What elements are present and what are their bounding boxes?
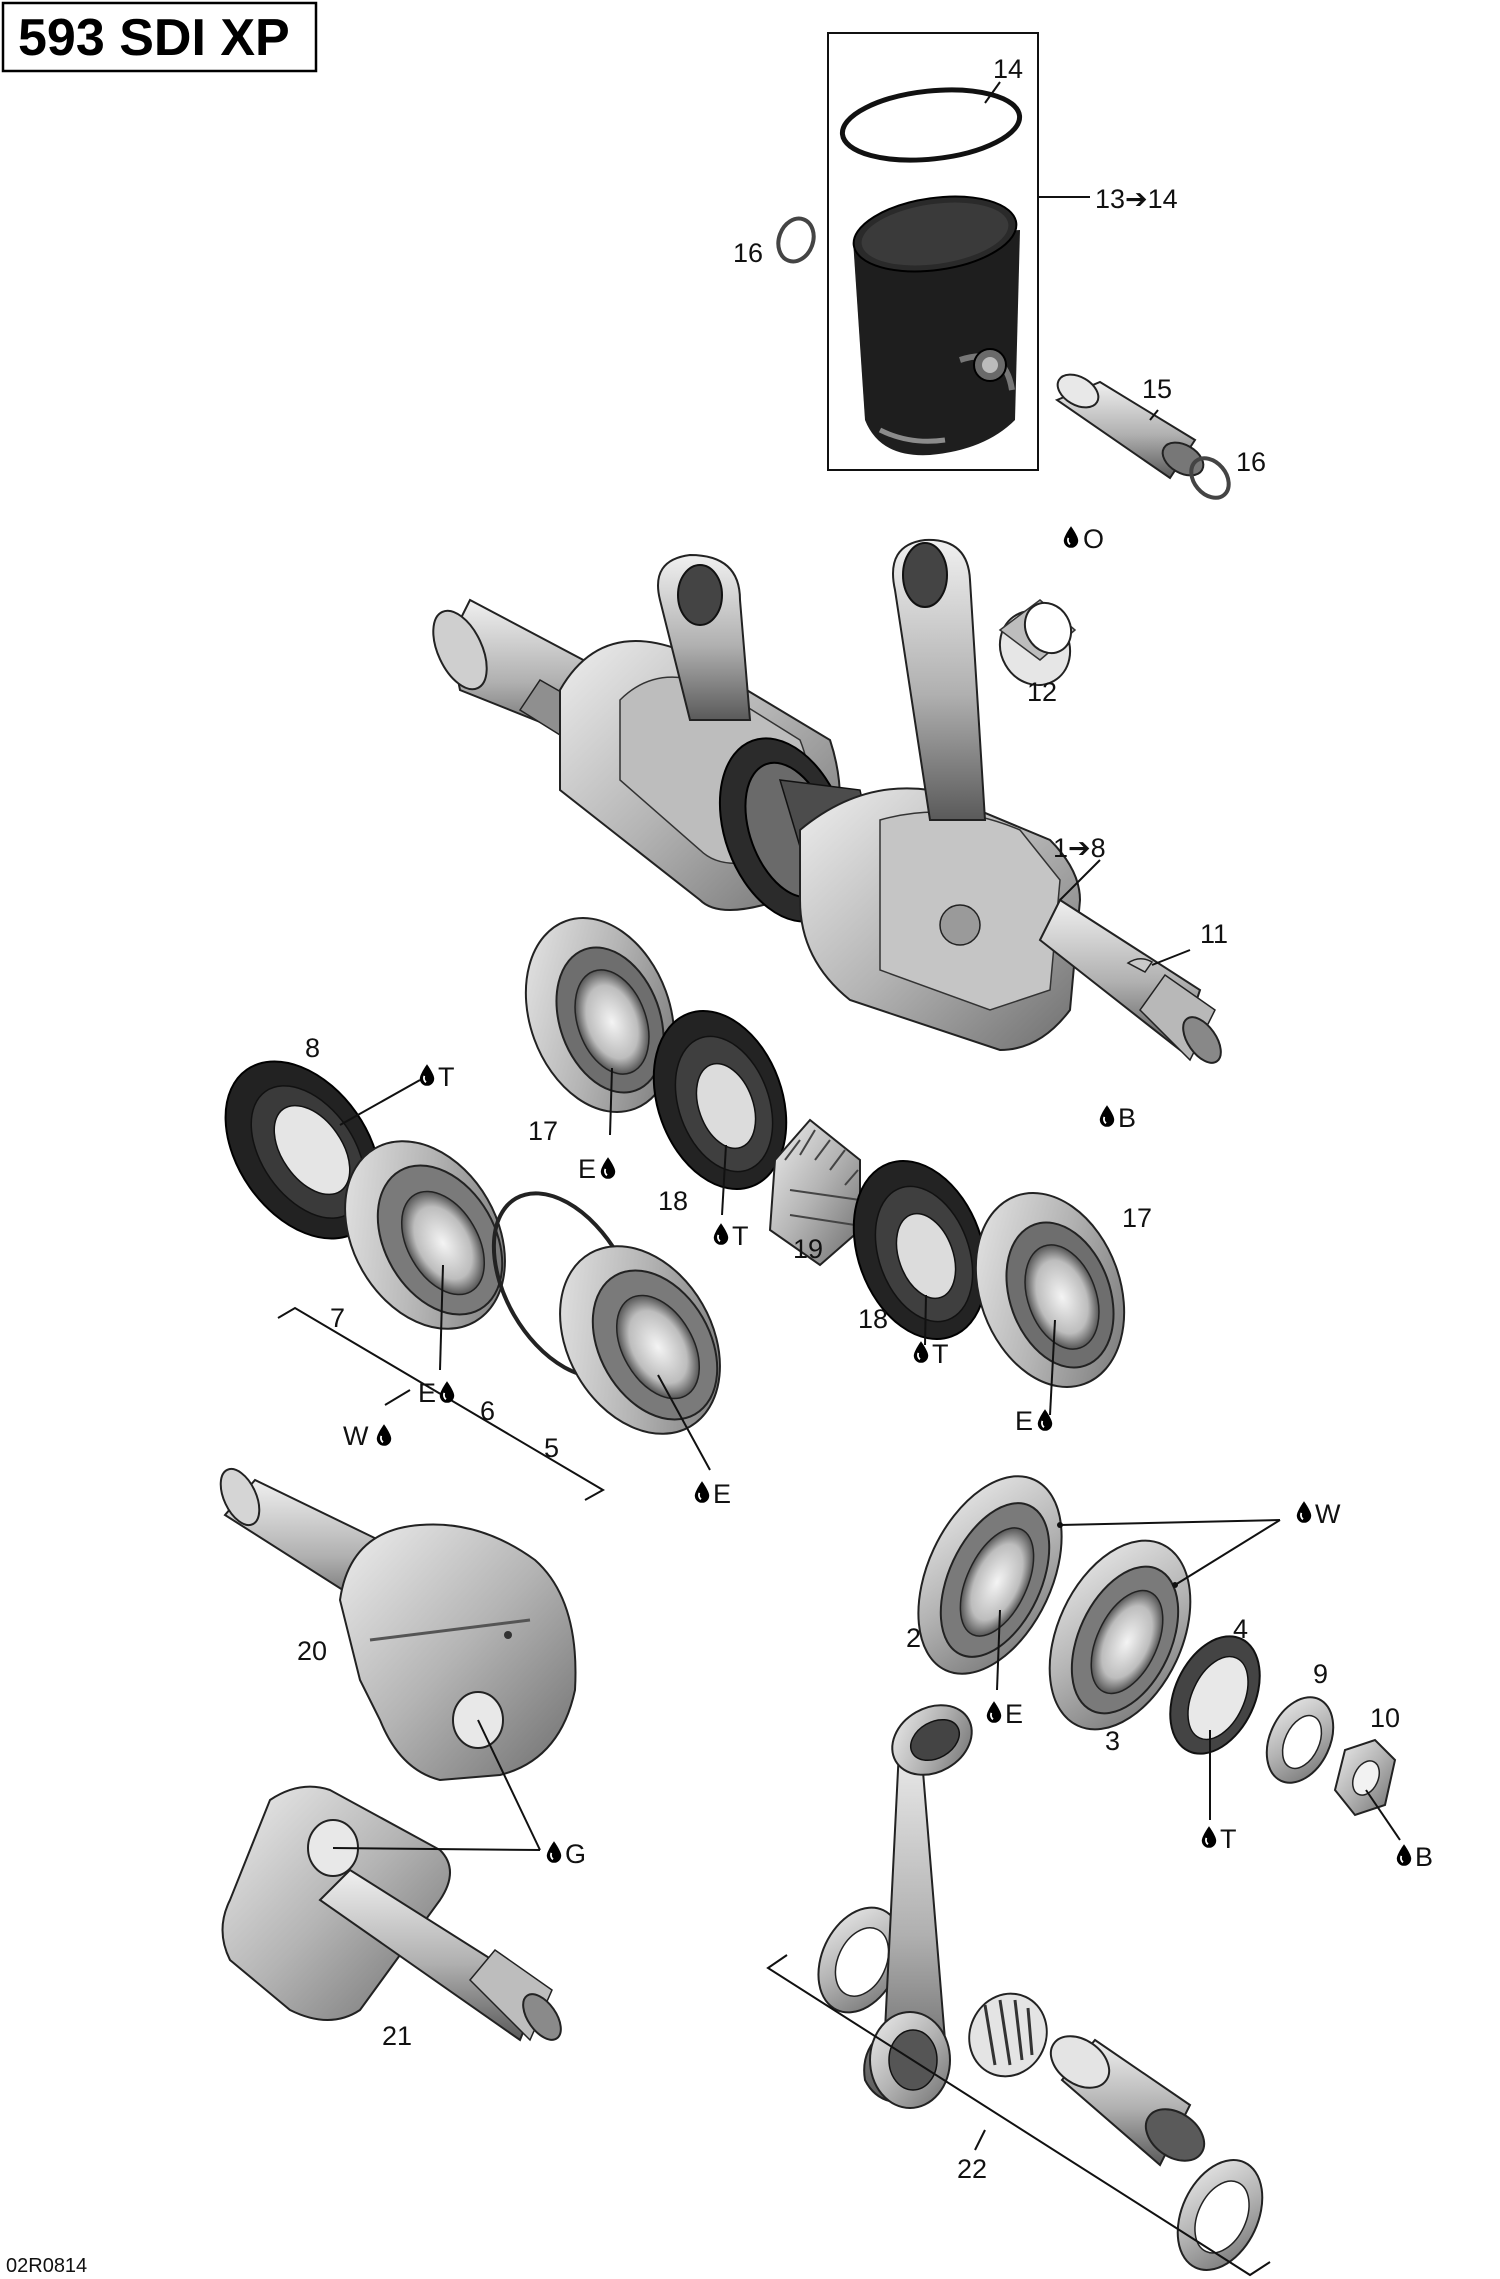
part-label-14: 14 (993, 54, 1023, 84)
part-label-9: 9 (1313, 1659, 1328, 1689)
part-label-16: 16 (733, 238, 763, 268)
part-label-22: 22 (957, 2154, 987, 2184)
lubricant-code-t: T (932, 1339, 949, 1369)
part-label-18: 18 (658, 1186, 688, 1216)
piston-ring (839, 87, 1023, 163)
oil-drop-icon (1395, 1843, 1413, 1867)
page-title: 593 SDI XP (18, 9, 290, 67)
seal-ring (1169, 1635, 1261, 1755)
part-label-10: 10 (1370, 1703, 1400, 1733)
lubricant-code-b: B (1415, 1842, 1433, 1872)
oil-drop-icon (599, 1156, 617, 1180)
oil-drop-icon (545, 1840, 563, 1864)
ball-bearing (917, 1475, 1063, 1675)
piston-group-box (827, 32, 1039, 471)
crankshaft-assembly (432, 538, 1222, 1064)
oil-drop-icon (985, 1700, 1003, 1724)
crankshaft-half (219, 1467, 577, 1782)
part-label-8: 8 (305, 1033, 320, 1063)
lubricant-code-e: E (1005, 1699, 1023, 1729)
part-label-5: 5 (544, 1433, 559, 1463)
lubricant-code-b: B (1118, 1103, 1136, 1133)
part-label-4: 4 (1233, 1614, 1248, 1644)
lubricant-code-t: T (438, 1062, 455, 1092)
crankshaft-seal (652, 1009, 788, 1191)
lubricant-code-o: O (1083, 524, 1104, 554)
oil-drop-icon (1062, 525, 1080, 549)
part-label-17: 17 (1122, 1203, 1152, 1233)
lubricant-code-e: E (1015, 1406, 1033, 1436)
oil-drop-icon (1295, 1500, 1313, 1524)
oil-drop-icon (418, 1063, 436, 1087)
lubricant-code-e: E (713, 1479, 731, 1509)
lubricant-code-e: E (578, 1154, 596, 1184)
title-box (1, 1, 318, 73)
piston-pin-circlip (776, 216, 816, 264)
ball-bearing (559, 1245, 721, 1435)
part-label-17: 17 (528, 1116, 558, 1146)
crankshaft-half (221, 1785, 562, 2042)
piston-pin-circlip (1189, 456, 1231, 500)
part-label-15: 15 (1142, 374, 1172, 404)
nut (1333, 1738, 1397, 1817)
oil-drop-icon (375, 1423, 393, 1447)
lubricant-code-e: E (418, 1378, 436, 1408)
oil-drop-icon (693, 1480, 711, 1504)
drawing-code: 02R0814 (6, 2255, 87, 2277)
part-label-21: 21 (382, 2021, 412, 2051)
part-label-7: 7 (330, 1303, 345, 1333)
needle-bearing (998, 599, 1077, 687)
woodruff-key (1126, 958, 1154, 973)
washer (1265, 1696, 1335, 1784)
ball-bearing (1048, 1539, 1192, 1731)
part-label-1-8: 1➔8 (1053, 833, 1106, 863)
part-label-12: 12 (1027, 677, 1057, 707)
part-label-16: 16 (1236, 447, 1266, 477)
lubricant-code-w: W (1315, 1499, 1341, 1529)
outer-seal (224, 1060, 382, 1240)
oil-drop-icon (912, 1340, 930, 1364)
part-label-3: 3 (1105, 1726, 1120, 1756)
part-label-6: 6 (480, 1396, 495, 1426)
group-bracket (766, 1954, 1271, 2277)
ball-bearing (344, 1140, 506, 1330)
part-label-18: 18 (858, 1304, 888, 1334)
part-label-2: 2 (906, 1623, 921, 1653)
lubricant-code-t: T (732, 1221, 749, 1251)
piston (852, 195, 1020, 456)
part-label-19: 19 (793, 1234, 823, 1264)
part-label-13-14: 13➔14 (1095, 184, 1178, 214)
oil-drop-icon (1200, 1825, 1218, 1849)
main-bearing (524, 917, 676, 1113)
lubricant-code-w: W (343, 1421, 369, 1451)
piston-pin (1054, 373, 1205, 480)
oil-drop-icon (438, 1380, 456, 1404)
lubricant-code-t: T (1220, 1824, 1237, 1854)
main-bearing (974, 1192, 1126, 1388)
lubricant-code-g: G (565, 1839, 586, 1869)
oil-drop-icon (712, 1222, 730, 1246)
part-label-20: 20 (297, 1636, 327, 1666)
connecting-rod-kit (817, 1704, 1264, 2271)
crankshaft-seal (852, 1159, 988, 1341)
part-label-11: 11 (1200, 919, 1228, 949)
oil-drop-icon (1098, 1104, 1116, 1128)
